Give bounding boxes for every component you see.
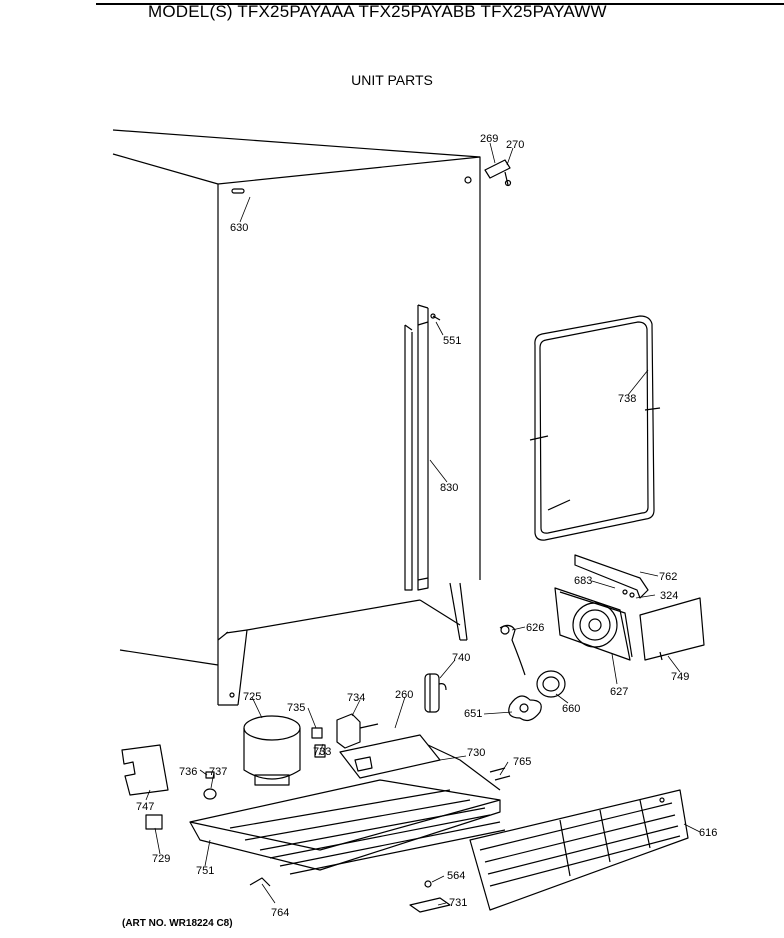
callout-269: 269 — [480, 133, 498, 145]
callout-627: 627 — [610, 686, 628, 698]
callout-765: 765 — [513, 756, 531, 768]
condenser-fan-motor — [424, 624, 566, 722]
callout-616: 616 — [699, 827, 717, 839]
cabinet-rail-830 — [404, 304, 429, 591]
compressor-725 — [121, 713, 379, 830]
condenser-fan-assembly — [554, 554, 705, 661]
callout-737: 737 — [209, 766, 227, 778]
callout-leaders — [145, 142, 701, 906]
screw-551 — [430, 313, 441, 321]
condenser-coil-730 — [189, 734, 511, 887]
title-rule — [96, 3, 784, 5]
grille-616 — [409, 767, 689, 913]
callout-551: 551 — [443, 335, 461, 347]
callout-751: 751 — [196, 865, 214, 877]
callout-270: 270 — [506, 139, 524, 151]
callout-738: 738 — [618, 393, 636, 405]
callout-747: 747 — [136, 801, 154, 813]
callout-660: 660 — [562, 703, 580, 715]
callout-733: 733 — [313, 746, 331, 758]
section-title: UNIT PARTS — [0, 72, 784, 88]
model-title: MODEL(S) TFX25PAYAAA TFX25PAYABB TFX25PA… — [148, 2, 607, 21]
callout-730: 730 — [467, 747, 485, 759]
callout-830: 830 — [440, 482, 458, 494]
drain-pan-gasket-738 — [529, 315, 661, 541]
callout-630: 630 — [230, 222, 248, 234]
callout-729: 729 — [152, 853, 170, 865]
callout-260: 260 — [395, 689, 413, 701]
callout-734: 734 — [347, 692, 365, 704]
bracket-269-270 — [484, 159, 512, 187]
callout-762: 762 — [659, 571, 677, 583]
callout-683: 683 — [574, 575, 592, 587]
callout-749: 749 — [671, 671, 689, 683]
callout-740: 740 — [452, 652, 470, 664]
callout-651: 651 — [464, 708, 482, 720]
callout-735: 735 — [287, 702, 305, 714]
callout-324: 324 — [660, 590, 678, 602]
section-title-text: UNIT PARTS — [351, 72, 433, 88]
art-number: (ART NO. WR18224 C8) — [122, 918, 233, 929]
callout-731: 731 — [449, 897, 467, 909]
callout-764: 764 — [271, 907, 289, 919]
callout-725: 725 — [243, 691, 261, 703]
refrigerator-cabinet — [112, 129, 481, 706]
callout-736: 736 — [179, 766, 197, 778]
callout-labels: 269 270 630 551 738 830 762 683 324 626 … — [136, 133, 717, 919]
callout-564: 564 — [447, 870, 465, 882]
callout-626: 626 — [526, 622, 544, 634]
